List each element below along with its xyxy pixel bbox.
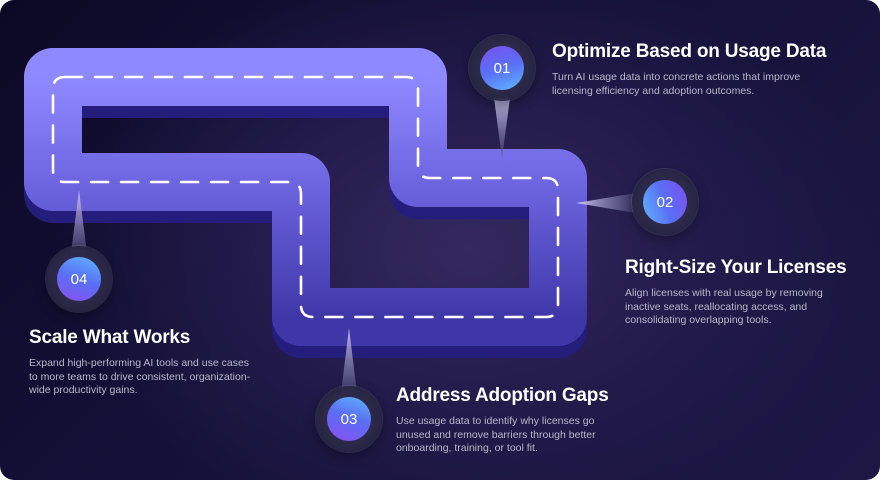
pointer-02	[576, 193, 636, 213]
pointer-04	[71, 190, 87, 253]
step-number-badge: 02	[643, 180, 687, 224]
road-center-dashes	[51, 75, 560, 319]
step-description: Use usage data to identify why licenses …	[396, 415, 596, 454]
step-03: Address Adoption Gaps Use usage data to …	[396, 385, 636, 456]
step-description: Align licenses with real usage by removi…	[625, 287, 823, 326]
step-04: Scale What Works Expand high-performing …	[29, 327, 269, 398]
step-description: Expand high-performing AI tools and use …	[29, 357, 251, 396]
step-title: Scale What Works	[29, 327, 191, 348]
step-01: Optimize Based on Usage Data Turn AI usa…	[552, 41, 852, 98]
step-title: Address Adoption Gaps	[396, 385, 609, 406]
step-title: Right-Size Your Licenses	[625, 257, 847, 278]
step-title: Optimize Based on Usage Data	[552, 41, 827, 62]
step-number-badge: 03	[327, 397, 371, 441]
pointer-03	[341, 328, 357, 393]
step-number-badge: 01	[480, 46, 524, 90]
step-number-badge: 04	[57, 257, 101, 301]
step-02: Right-Size Your Licenses Align licenses …	[625, 257, 865, 328]
pointer-01	[494, 98, 510, 158]
step-description: Turn AI usage data into concrete actions…	[552, 71, 801, 97]
